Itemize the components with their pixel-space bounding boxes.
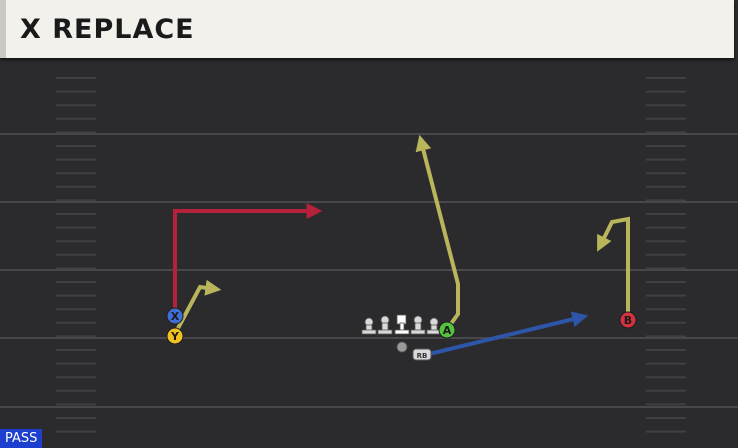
player-y-icon (166, 327, 184, 345)
x-route-out (173, 203, 323, 316)
lineman-left-guard (377, 315, 393, 335)
lineman-left-tackle (361, 317, 377, 335)
play-title-banner: X REPLACE (0, 0, 734, 58)
a-route-go (415, 134, 460, 330)
play-title: X REPLACE (20, 14, 195, 45)
player-rb-icon (412, 348, 432, 361)
quarterback-marker (396, 341, 408, 353)
y-route-flat (174, 279, 222, 333)
player-a[interactable]: A (438, 321, 456, 339)
player-y-label: Y (170, 330, 180, 343)
player-b[interactable]: B (619, 311, 637, 329)
player-x-icon (166, 307, 184, 325)
player-rb[interactable]: RB (412, 348, 432, 361)
offensive-line (361, 314, 442, 335)
left-hash-marks (56, 77, 96, 433)
player-b-label: B (624, 314, 632, 327)
player-x[interactable]: X (166, 307, 184, 325)
play-type-badge: PASS (0, 429, 43, 448)
player-b-icon (619, 311, 637, 329)
b-route-comeback (597, 216, 630, 318)
player-a-label: A (443, 324, 452, 337)
right-hash-marks (646, 77, 686, 433)
rb-route-flat (424, 311, 589, 357)
player-y[interactable]: Y (166, 327, 184, 345)
player-x-label: X (171, 310, 180, 323)
title-accent-bar (0, 0, 6, 58)
player-rb-label: RB (417, 352, 428, 360)
lineman-right-guard (410, 315, 426, 335)
player-a-icon (438, 321, 456, 339)
yard-lines (0, 133, 738, 408)
lineman-center (394, 314, 410, 335)
